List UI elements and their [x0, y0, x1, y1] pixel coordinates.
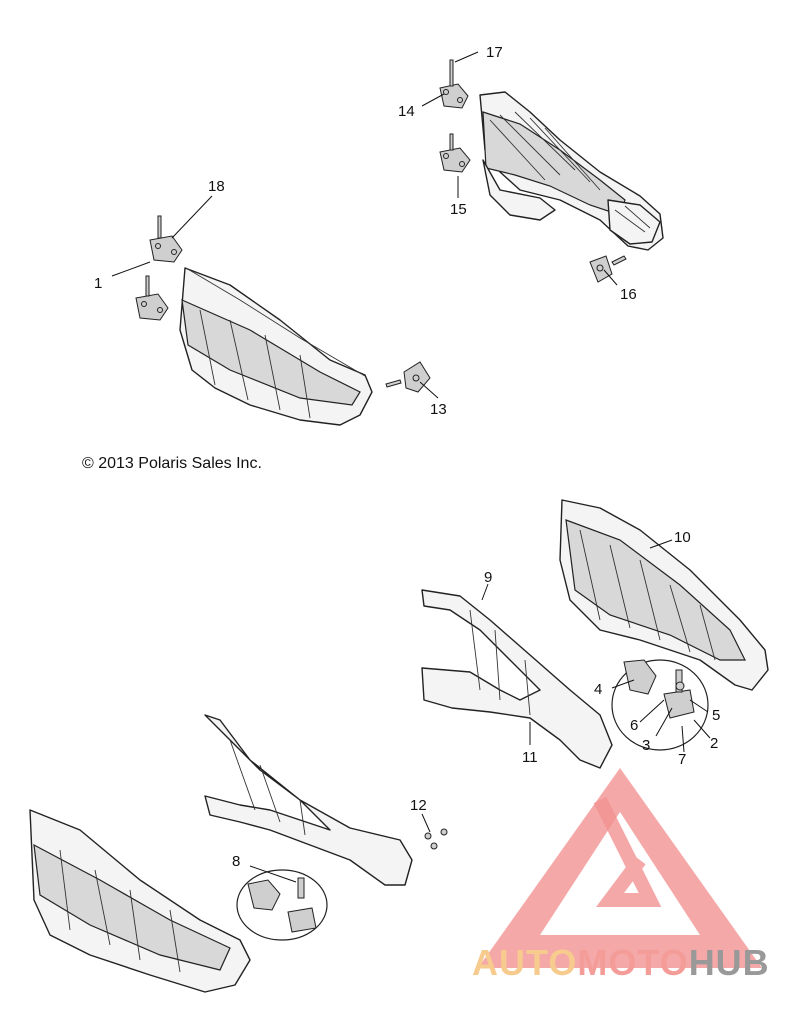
- watermark-auto: AUTO: [472, 942, 577, 983]
- latch-kit-right: [611, 659, 709, 751]
- copyright-text: © 2013 Polaris Sales Inc.: [82, 455, 262, 472]
- callout-10: 10: [674, 529, 691, 546]
- rear-frame-9: [421, 589, 613, 769]
- upper-door-frame: [479, 91, 664, 251]
- svg-text:AUTOMOTOHUB: AUTOMOTOHUB: [472, 942, 770, 983]
- watermark-logo: AUTOMOTOHUB: [472, 768, 770, 983]
- callout-3: 3: [642, 737, 650, 754]
- callout-2: 2: [710, 735, 718, 752]
- watermark-triangle-icon: [478, 768, 762, 968]
- callout-12: 12: [410, 797, 427, 814]
- callout-7: 7: [678, 751, 686, 768]
- callout-11: 11: [522, 749, 538, 766]
- callout-14: 14: [398, 103, 415, 120]
- callout-13: 13: [430, 401, 447, 418]
- callout-8: 8: [232, 853, 240, 870]
- callout-17: 17: [486, 44, 503, 61]
- lower-frame: [204, 714, 413, 886]
- callout-labels: 17 14 15 16 18 1 13 9 10 4 5 6 3 2 7 11 …: [94, 44, 720, 870]
- watermark-moto: MOTO: [577, 942, 688, 983]
- lower-hardware-12: [424, 828, 448, 850]
- upper-hinge-14: [439, 59, 469, 109]
- callout-4: 4: [594, 681, 602, 698]
- upper-hinge-18: [149, 215, 183, 263]
- latch-kit-left: [236, 869, 328, 941]
- callout-9: 9: [484, 569, 492, 586]
- upper-door-panel: [179, 267, 373, 426]
- upper-hinge-lower: [135, 275, 169, 321]
- rear-door-panel-10: [559, 499, 769, 691]
- upper-latch-16: [589, 255, 627, 283]
- watermark-hub: HUB: [689, 942, 770, 983]
- callout-18: 18: [208, 178, 225, 195]
- upper-hinge-15: [439, 133, 471, 173]
- callout-16: 16: [620, 286, 637, 303]
- lower-door-panel: [29, 809, 251, 993]
- leader-lines: [111, 51, 711, 883]
- callout-6: 6: [630, 717, 638, 734]
- callout-5: 5: [712, 707, 720, 724]
- upper-latch-13: [385, 361, 431, 393]
- callout-1: 1: [94, 275, 102, 292]
- callout-15: 15: [450, 201, 467, 218]
